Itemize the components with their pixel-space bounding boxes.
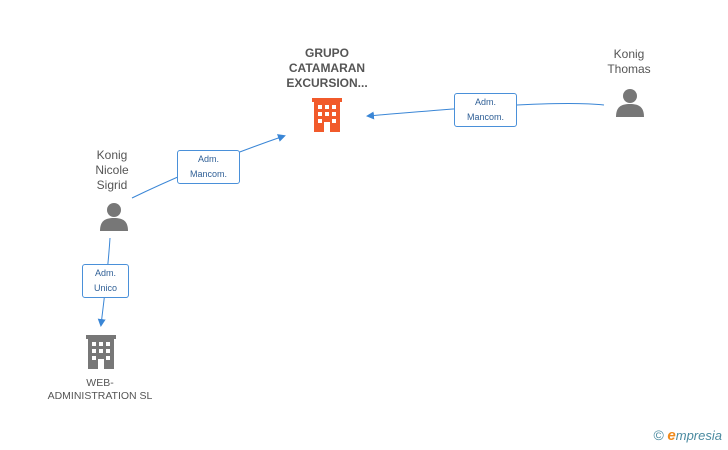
node-label-konig-nicole-sigrid[interactable]: Konig Nicole Sigrid bbox=[95, 148, 129, 192]
building-icon-main[interactable] bbox=[312, 98, 342, 132]
person-icon-nicole[interactable] bbox=[99, 202, 129, 232]
edge-label-line1: Adm. bbox=[474, 97, 496, 107]
brand-e: e bbox=[667, 427, 676, 444]
empresia-watermark: © empresia bbox=[653, 427, 722, 444]
edge-label-line2: Unico bbox=[93, 283, 117, 293]
edge-label-line1: Adm. bbox=[94, 268, 116, 278]
copyright-symbol: © bbox=[653, 427, 664, 443]
edge-label-nicole-grupo[interactable]: Adm. Mancom. bbox=[177, 150, 240, 184]
edge-label-line1: Adm. bbox=[197, 154, 219, 164]
person-icon-thomas[interactable] bbox=[615, 88, 645, 118]
node-label-web-administration[interactable]: WEB- ADMINISTRATION SL bbox=[47, 377, 153, 402]
node-label-grupo-catamaran[interactable]: GRUPO CATAMARAN EXCURSION... bbox=[286, 46, 368, 90]
node-label-konig-thomas[interactable]: Konig Thomas bbox=[607, 47, 651, 76]
edge-label-line2: Mancom. bbox=[466, 112, 504, 122]
edge-label-nicole-web[interactable]: Adm. Unico bbox=[82, 264, 129, 298]
edge-label-thomas-grupo[interactable]: Adm. Mancom. bbox=[454, 93, 517, 127]
brand-rest: mpresia bbox=[675, 428, 722, 443]
edge-label-line2: Mancom. bbox=[189, 169, 227, 179]
building-icon-web[interactable] bbox=[86, 335, 116, 369]
